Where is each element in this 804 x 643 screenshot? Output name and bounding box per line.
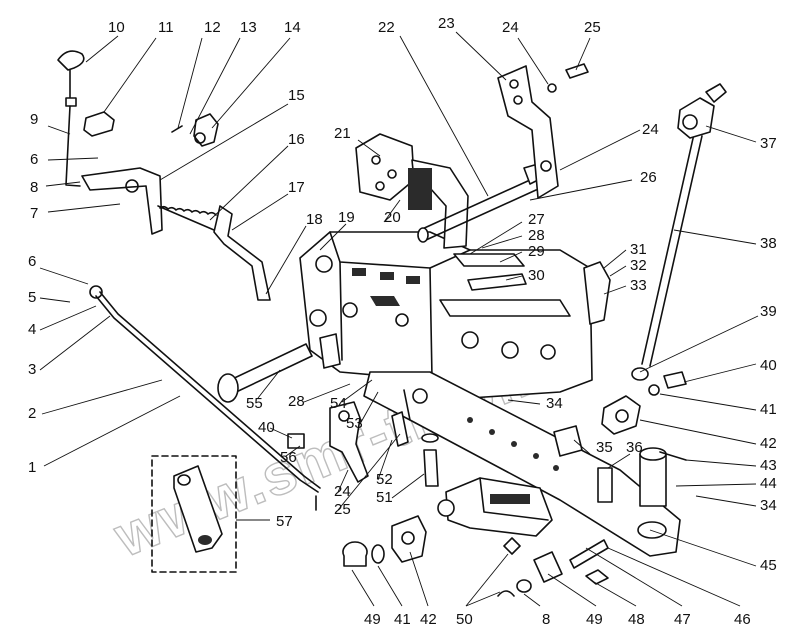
callout-19: 19 — [338, 209, 355, 226]
callout-22: 22 — [378, 19, 395, 36]
lower-lever — [287, 401, 439, 511]
hydraulic-housing — [299, 231, 611, 399]
callout-14: 14 — [284, 19, 301, 36]
callout-44: 44 — [760, 475, 777, 492]
callout-11: 11 — [158, 19, 174, 36]
callout-40b: 40 — [760, 357, 777, 374]
callout-39: 39 — [760, 303, 777, 320]
callout-55: 55 — [246, 395, 263, 412]
leader-lines — [39, 31, 759, 607]
callout-41b: 41 — [394, 611, 411, 628]
callout-21: 21 — [334, 125, 351, 142]
callout-33: 33 — [630, 277, 647, 294]
lift-rod — [631, 83, 727, 381]
bottom-small-parts — [342, 515, 609, 597]
callout-35: 35 — [596, 439, 613, 456]
callout-27: 27 — [528, 211, 545, 228]
callout-38: 38 — [760, 235, 777, 252]
callout-13: 13 — [240, 19, 257, 36]
callout-8b: 8 — [542, 611, 550, 628]
callout-5: 5 — [28, 289, 36, 306]
callout-9: 9 — [30, 111, 38, 128]
callout-52: 52 — [376, 471, 393, 488]
main-bolt — [217, 333, 341, 403]
callout-49b: 49 — [586, 611, 603, 628]
callout-28: 28 — [528, 227, 545, 244]
callout-12: 12 — [204, 19, 221, 36]
callout-8: 8 — [30, 179, 38, 196]
callout-24c: 24 — [334, 483, 351, 500]
callout-20: 20 — [384, 209, 401, 226]
callout-47: 47 — [674, 611, 691, 628]
callout-18: 18 — [306, 211, 323, 228]
long-control-rod — [89, 285, 321, 493]
callout-10: 10 — [108, 19, 125, 36]
right-fasteners — [601, 371, 687, 435]
callout-48: 48 — [628, 611, 645, 628]
callout-3: 3 — [28, 361, 36, 378]
callout-32: 32 — [630, 257, 647, 274]
callout-50: 50 — [456, 611, 473, 628]
callout-46: 46 — [734, 611, 751, 628]
callout-54: 54 — [330, 395, 347, 412]
callout-30: 30 — [528, 267, 545, 284]
callout-37: 37 — [760, 135, 777, 152]
callout-labels: 10 11 12 13 14 9 6 8 7 15 16 17 18 19 20… — [28, 15, 777, 628]
callout-24: 24 — [502, 19, 519, 36]
callout-25b: 25 — [334, 501, 351, 518]
callout-45: 45 — [760, 557, 777, 574]
callout-36: 36 — [626, 439, 643, 456]
callout-6b: 6 — [28, 253, 36, 270]
callout-49: 49 — [364, 611, 381, 628]
callout-7: 7 — [30, 205, 38, 222]
callout-29: 29 — [528, 243, 545, 260]
drawbar — [363, 371, 687, 557]
callout-16: 16 — [288, 131, 305, 148]
callout-57: 57 — [276, 513, 293, 530]
callout-56: 56 — [280, 449, 297, 466]
callout-26: 26 — [640, 169, 657, 186]
callout-53: 53 — [346, 415, 363, 432]
callout-25: 25 — [584, 19, 601, 36]
callout-40: 40 — [258, 419, 275, 436]
callout-23: 23 — [438, 15, 455, 32]
callout-34b: 34 — [760, 497, 777, 514]
callout-51: 51 — [376, 489, 393, 506]
callout-31: 31 — [630, 241, 647, 258]
callout-43: 43 — [760, 457, 777, 474]
shift-lever-linkage — [57, 50, 271, 301]
callout-4: 4 — [28, 321, 36, 338]
callout-6: 6 — [30, 151, 38, 168]
callout-15: 15 — [288, 87, 305, 104]
callout-41: 41 — [760, 401, 777, 418]
callout-1: 1 — [28, 459, 36, 476]
callout-42: 42 — [760, 435, 777, 452]
upper-bracket — [355, 133, 469, 249]
inset-detail-box — [151, 455, 237, 573]
callout-28b: 28 — [288, 393, 305, 410]
callout-17: 17 — [288, 179, 305, 196]
callout-2: 2 — [28, 405, 36, 422]
right-bracket — [497, 63, 589, 199]
lower-valve-unit — [437, 477, 553, 537]
callout-24b: 24 — [642, 121, 659, 138]
callout-42b: 42 — [420, 611, 437, 628]
callout-34: 34 — [546, 395, 563, 412]
